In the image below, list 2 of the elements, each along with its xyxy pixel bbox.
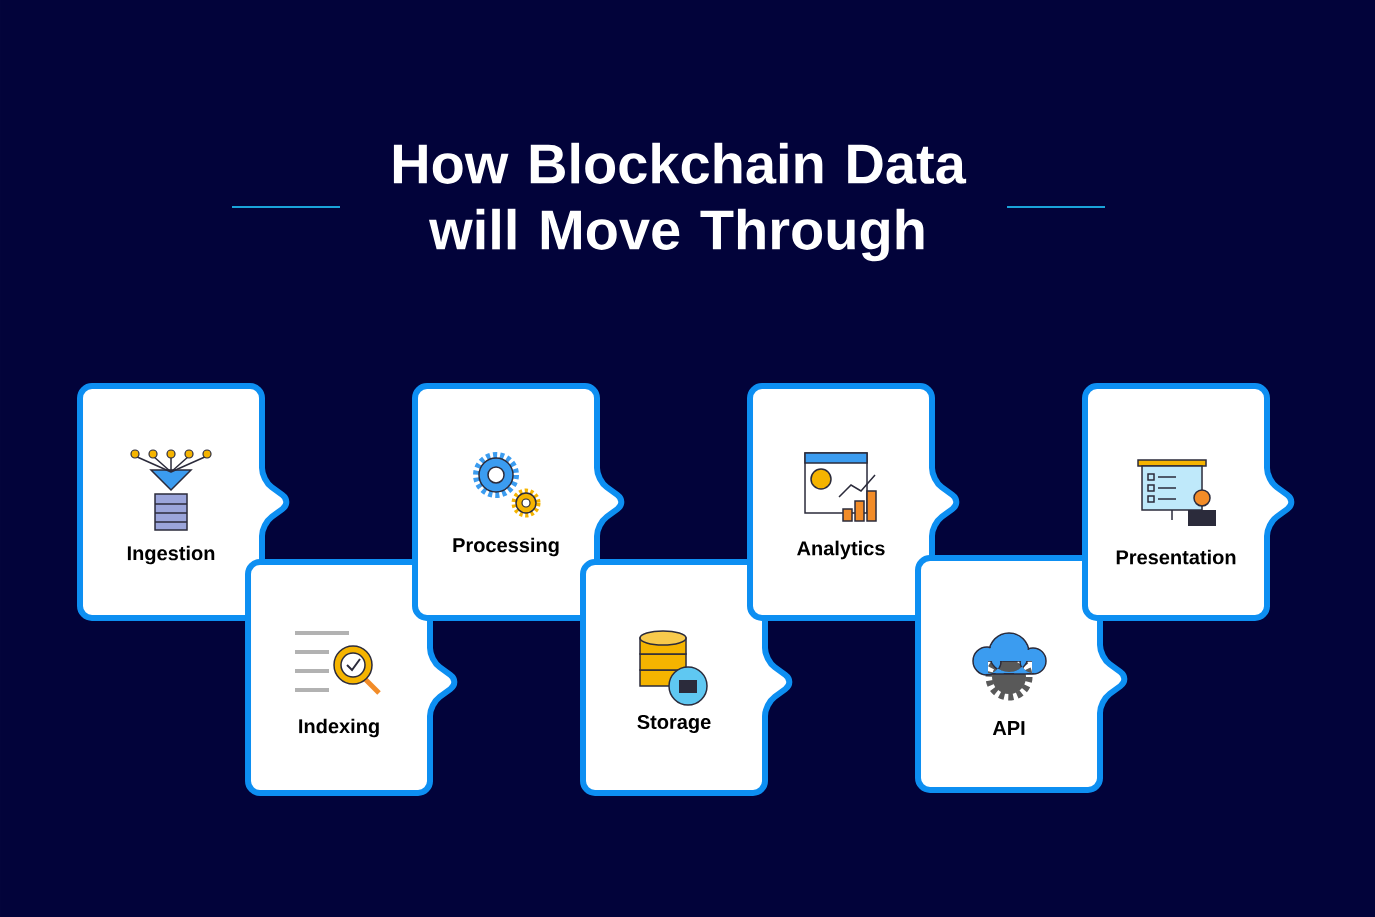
step-card: Presentation [1082,383,1295,621]
title: How Blockchain Data will Move Through [393,142,967,262]
